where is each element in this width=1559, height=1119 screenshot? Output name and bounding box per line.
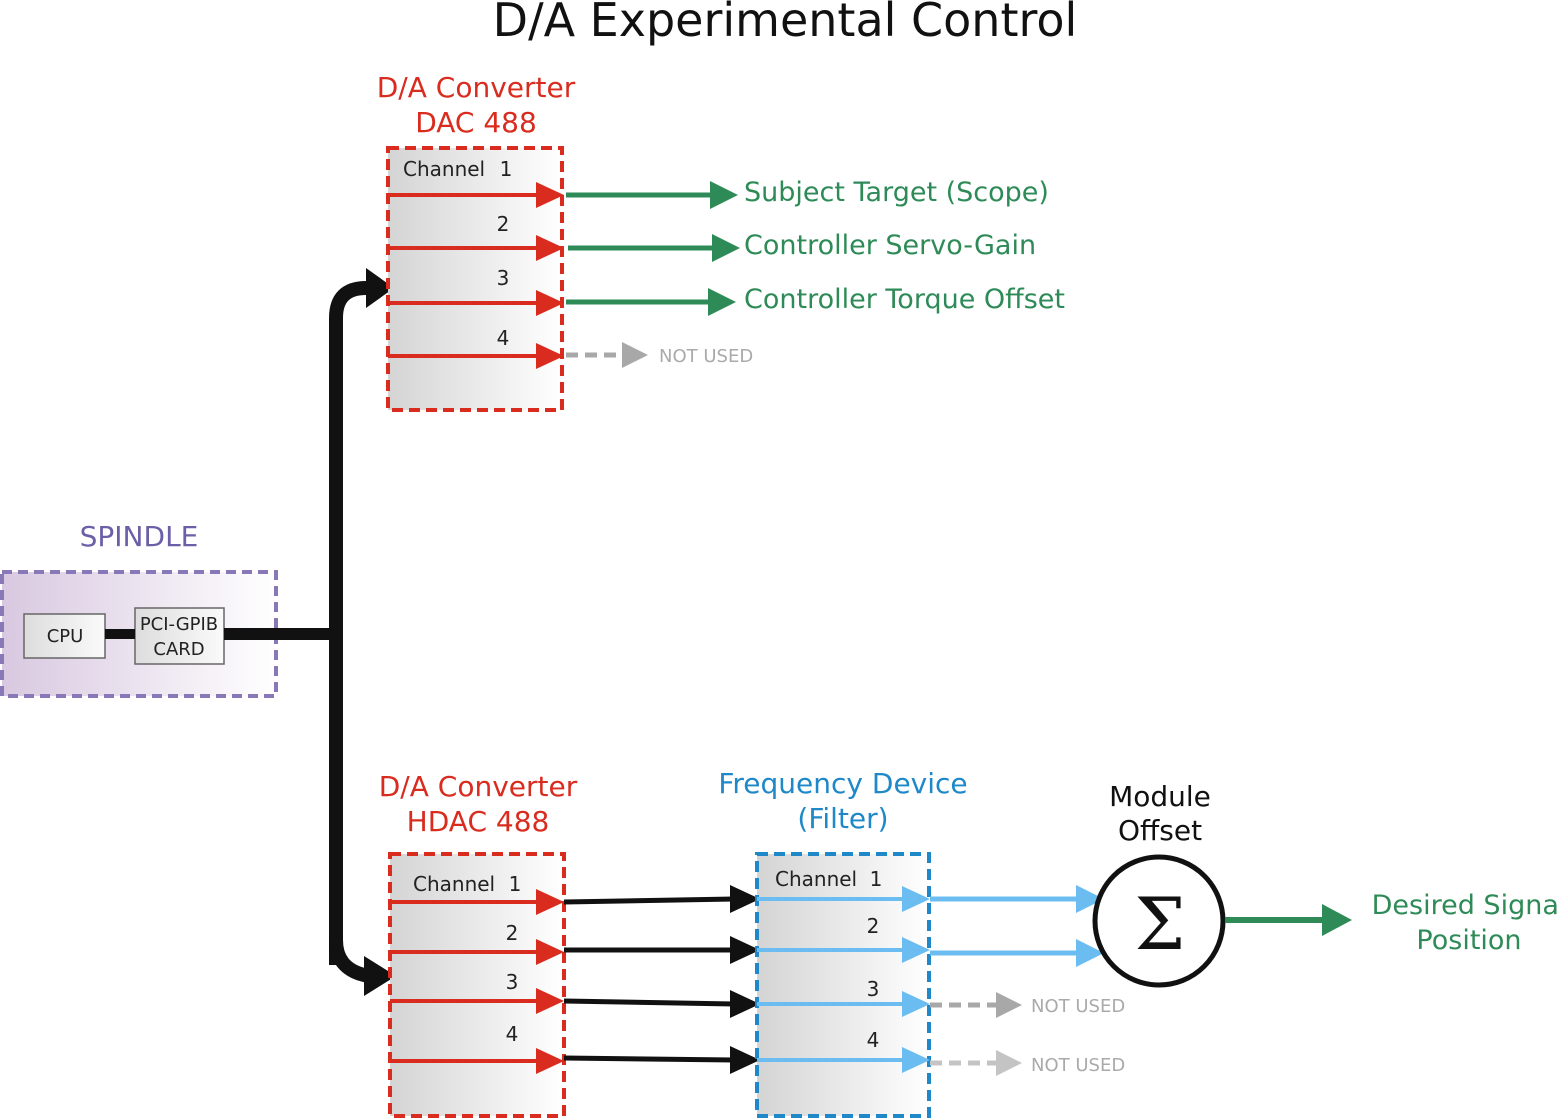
filter-heading-line2: (Filter) bbox=[797, 802, 888, 835]
dac488-box bbox=[386, 146, 564, 412]
pci-gpib-card-line1: PCI-GPIB bbox=[140, 614, 218, 635]
dac488-channel-2: 2 bbox=[497, 212, 510, 236]
dac488-channel-1: 1 bbox=[500, 157, 513, 181]
hdac488-heading-line2: HDAC 488 bbox=[407, 805, 550, 838]
dac488-not-used: NOT USED bbox=[659, 346, 753, 367]
filter-channel-arrows bbox=[757, 886, 930, 1073]
hdac488-channel-arrows bbox=[390, 889, 564, 1074]
filter-channel-word: Channel bbox=[775, 867, 857, 891]
filter-not-used-4: NOT USED bbox=[1031, 1055, 1125, 1076]
hdac488-box bbox=[388, 852, 566, 1118]
output-torque-offset: Controller Torque Offset bbox=[744, 284, 1065, 315]
cpu-label: CPU bbox=[47, 626, 84, 647]
filter-channel-2: 2 bbox=[867, 914, 880, 938]
module-heading-line1: Module bbox=[1109, 780, 1211, 813]
hdac-to-filter-links bbox=[563, 885, 760, 1074]
hdac488-channel-4: 4 bbox=[506, 1022, 519, 1046]
hdac488-heading-line1: D/A Converter bbox=[379, 770, 578, 803]
hdac488-channel-word: Channel bbox=[413, 872, 495, 896]
hdac488-channel-1: 1 bbox=[509, 872, 522, 896]
pci-gpib-card-box bbox=[134, 607, 225, 665]
dac488-output-arrows bbox=[566, 181, 740, 368]
hdac488-channel-3: 3 bbox=[506, 970, 519, 994]
dac488-channel-arrows bbox=[388, 182, 564, 369]
summer-output-arrow bbox=[1225, 904, 1352, 936]
filter-channel-1: 1 bbox=[870, 867, 883, 891]
hdac488-channel-2: 2 bbox=[506, 921, 519, 945]
desired-signal-line1: Desired Signal bbox=[1372, 890, 1559, 921]
desired-signal-line2: Position bbox=[1416, 925, 1521, 956]
diagram-title: D/A Experimental Control bbox=[493, 0, 1078, 47]
filter-output-arrows bbox=[930, 885, 1104, 1076]
dac488-heading-line1: D/A Converter bbox=[377, 71, 576, 104]
output-servo-gain: Controller Servo-Gain bbox=[744, 230, 1036, 261]
dac488-channel-3: 3 bbox=[497, 266, 510, 290]
sigma-symbol: Σ bbox=[1135, 882, 1186, 966]
output-subject-target: Subject Target (Scope) bbox=[744, 177, 1049, 208]
main-bus bbox=[224, 268, 396, 996]
summing-junction bbox=[1092, 854, 1226, 988]
pci-gpib-card-line2: CARD bbox=[153, 639, 204, 660]
filter-heading-line1: Frequency Device bbox=[718, 767, 967, 800]
dac488-heading-line2: DAC 488 bbox=[415, 106, 537, 139]
module-heading-line2: Offset bbox=[1118, 814, 1202, 847]
filter-not-used-3: NOT USED bbox=[1031, 996, 1125, 1017]
filter-channel-4: 4 bbox=[867, 1028, 880, 1052]
dac488-channel-word: Channel bbox=[403, 157, 485, 181]
cpu-box bbox=[23, 613, 106, 659]
dac488-channel-4: 4 bbox=[497, 326, 510, 350]
spindle-label: SPINDLE bbox=[80, 520, 199, 553]
filter-channel-3: 3 bbox=[867, 977, 880, 1001]
